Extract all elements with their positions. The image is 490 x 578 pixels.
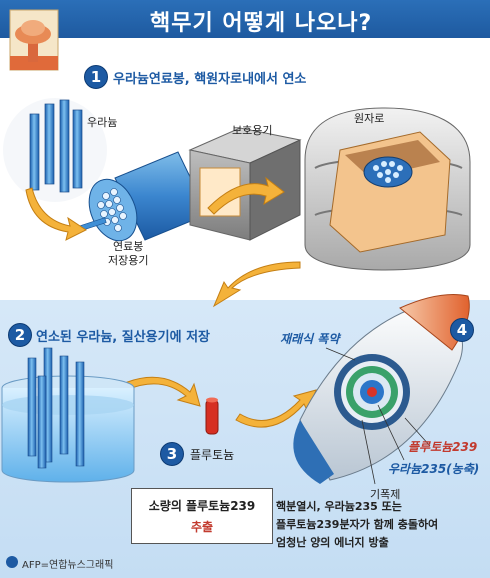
step-2-label: 연소된 우라늄, 질산용기에 저장 bbox=[36, 330, 210, 345]
explanation-line3: 엄청난 양의 에너지 방출 bbox=[276, 536, 389, 549]
nitric-acid-tank bbox=[1, 347, 135, 483]
fuel-rod-label-line1: 연료봉 bbox=[113, 240, 144, 253]
credit-icon bbox=[6, 556, 18, 568]
explanation-line1: 핵분열시, 우라늄235 또는 bbox=[276, 500, 402, 513]
extraction-line2: 추출 bbox=[190, 520, 214, 534]
storage-cylinder bbox=[77, 151, 209, 242]
step-3-label: 플루토늄 bbox=[190, 448, 235, 462]
mushroom-cloud-icon bbox=[9, 9, 59, 71]
plutonium239-label: 플루토늄239 bbox=[408, 440, 478, 454]
reactor-dome bbox=[304, 107, 471, 271]
explosive-label: 재래식 폭약 bbox=[280, 332, 340, 346]
step-1-badge: 1 bbox=[84, 65, 108, 89]
credit-text: AFP=연합뉴스그래픽 bbox=[22, 560, 114, 571]
plutonium-sample bbox=[205, 397, 219, 435]
step-2-badge: 2 bbox=[8, 323, 32, 347]
explanation-line2: 플루토늄239분자가 함께 충돌하여 bbox=[276, 518, 439, 531]
fuel-rod-label-line2: 저장용기 bbox=[108, 254, 149, 267]
step-1-label: 우라늄연료봉, 핵원자로내에서 연소 bbox=[113, 72, 307, 87]
page-title: 핵무기 어떻게 나오나? bbox=[150, 11, 373, 36]
reactor-label: 원자로 bbox=[354, 112, 385, 125]
protective-container-label: 보호용기 bbox=[232, 124, 273, 137]
extraction-box: 소량의 플루토늄239 추출 bbox=[131, 488, 273, 544]
detonator-label: 기폭제 bbox=[370, 488, 401, 501]
uranium235-label: 우라늄235(농축) bbox=[388, 462, 480, 476]
extraction-line1: 소량의 플루토늄239 bbox=[148, 499, 256, 513]
uranium-rods bbox=[3, 98, 107, 202]
uranium-label: 우라늄 bbox=[87, 116, 118, 129]
protective-container bbox=[188, 127, 302, 241]
bomb-cutaway bbox=[293, 294, 470, 485]
title-bar bbox=[0, 0, 490, 38]
step-4-badge: 4 bbox=[450, 318, 474, 342]
process-arrows bbox=[25, 176, 317, 428]
step-3-badge: 3 bbox=[160, 442, 184, 466]
